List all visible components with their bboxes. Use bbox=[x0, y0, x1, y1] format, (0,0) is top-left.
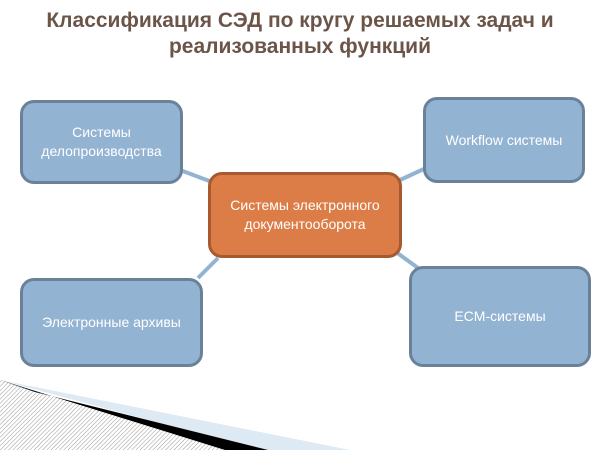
decor-light-wedge bbox=[0, 380, 350, 450]
node-label: Электронные архивы bbox=[42, 314, 181, 330]
node-electronic-archives: Электронные архивы bbox=[20, 278, 203, 367]
center-label-line1: Системы электронного bbox=[230, 197, 380, 213]
connector-bottom-right bbox=[394, 250, 420, 270]
title-line-1: Классификация СЭД по кругу решаемых зада… bbox=[46, 9, 554, 32]
node-center-eds: Системы электронного документооборота bbox=[208, 172, 402, 258]
node-label: Workflow системы bbox=[445, 131, 563, 148]
page-title: Классификация СЭД по кругу решаемых зада… bbox=[0, 8, 600, 60]
connector-top-left bbox=[179, 168, 213, 184]
node-label-line2: делопроизводства bbox=[41, 143, 162, 159]
node-label-line1: Системы bbox=[72, 124, 131, 140]
connector-bottom-left bbox=[196, 256, 220, 280]
node-label: ECM-системы bbox=[454, 308, 546, 324]
node-ecm: ECM-системы bbox=[409, 266, 591, 367]
center-label-line2: документооборота bbox=[244, 216, 366, 232]
node-records-management: Системы делопроизводства bbox=[20, 100, 183, 184]
title-line-2: реализованных функций bbox=[168, 35, 431, 58]
connector-top-right bbox=[399, 166, 427, 182]
node-workflow: Workflow системы bbox=[423, 97, 585, 183]
